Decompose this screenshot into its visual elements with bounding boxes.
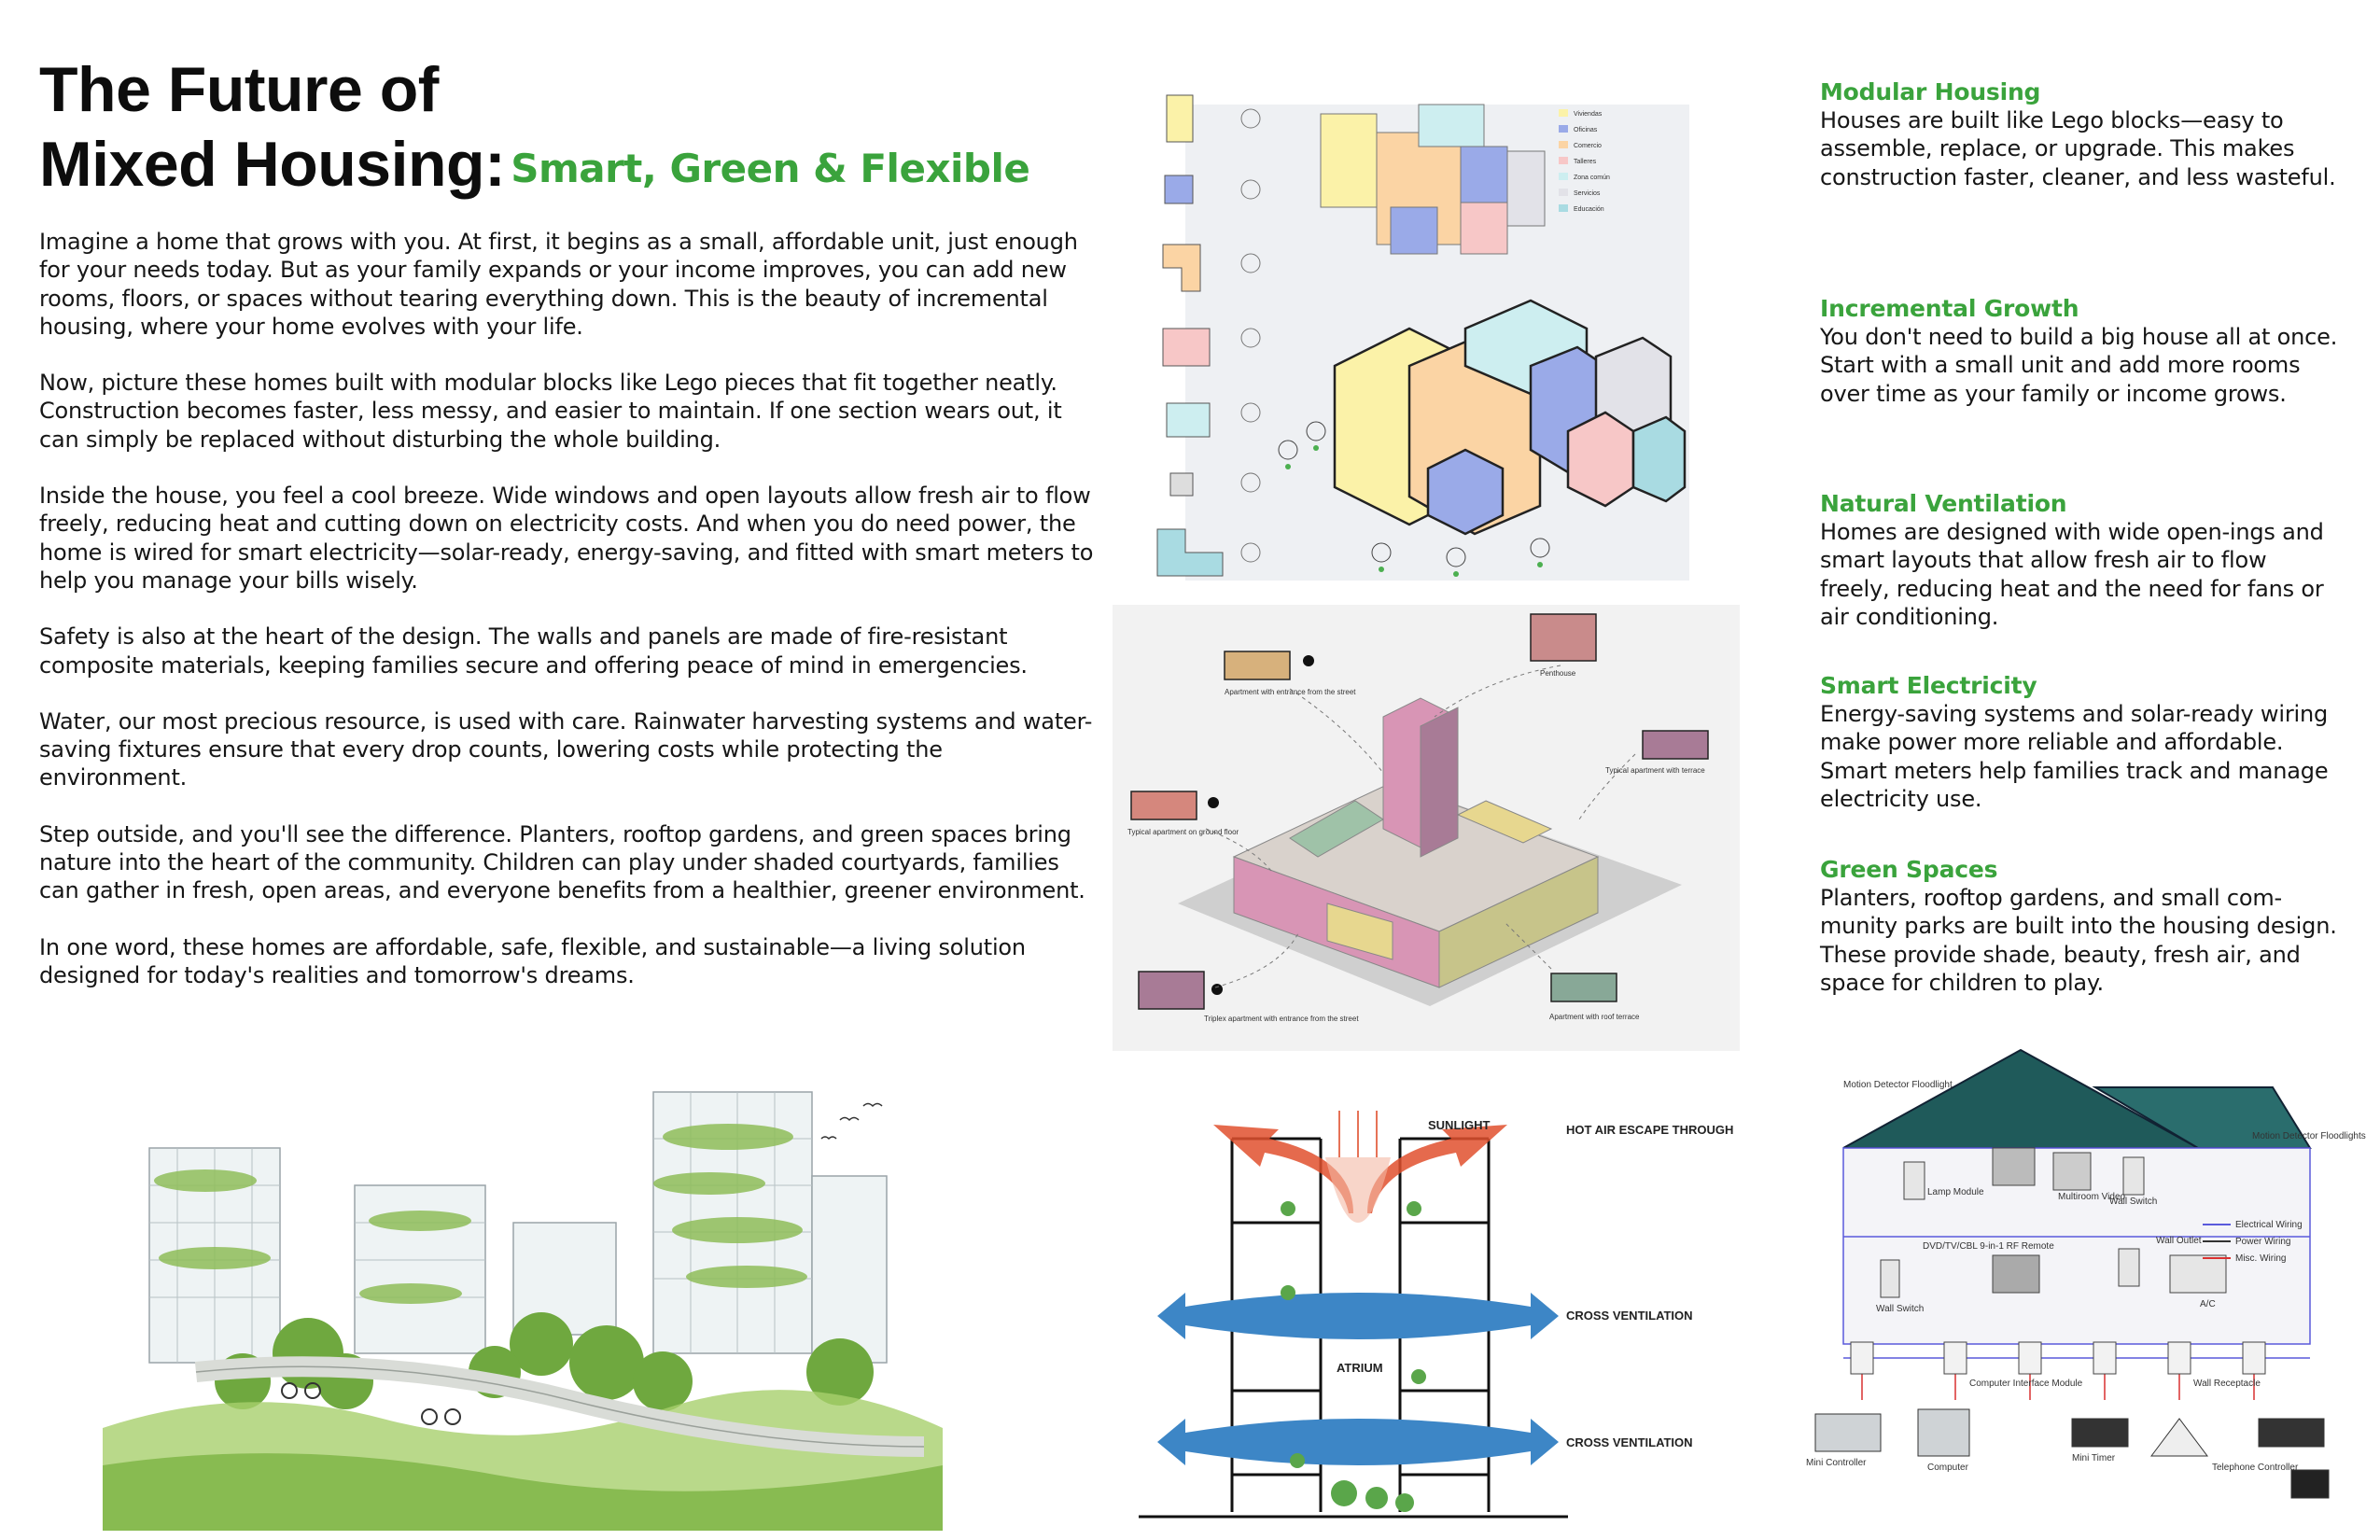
wiring-legend-misc: Misc. Wiring xyxy=(2235,1253,2286,1264)
smart-home-wiring-image: Electrical Wiring Power Wiring Misc. Wir… xyxy=(1787,1045,2375,1531)
feature-text: Energy-saving systems and solar-ready wi… xyxy=(1820,701,2329,812)
title-block: The Future of Mixed Housing:Smart, Green… xyxy=(39,52,1094,206)
paragraph-safety: Safety is also at the heart of the desig… xyxy=(39,623,1028,679)
feature-green-spaces: Green Spaces Planters, rooftop gardens, … xyxy=(1820,856,2343,997)
paragraph-incremental: Imagine a home that grows with you. At f… xyxy=(39,229,1078,340)
paragraph-green: Step outside, and you'll see the differe… xyxy=(39,820,1085,904)
wiring-label-wall-switch-top: Wall Switch xyxy=(2109,1197,2157,1207)
legend-item: Talleres xyxy=(1574,159,1597,165)
paragraph-conclusion: In one word, these homes are affordable,… xyxy=(39,933,1026,988)
wiring-label-mini-controller: Mini Controller xyxy=(1806,1458,1867,1468)
feature-modular: Modular Housing Houses are built like Le… xyxy=(1820,78,2343,191)
page-title-main: Mixed Housing: xyxy=(39,129,506,200)
paragraph-ventilation: Inside the house, you feel a cool breeze… xyxy=(39,483,1094,594)
legend-item: Zona común xyxy=(1574,175,1610,181)
feature-incremental: Incremental Growth You don't need to bui… xyxy=(1820,295,2343,408)
legend-item: Servicios xyxy=(1574,190,1601,197)
sketch-city-image xyxy=(103,1073,943,1531)
wiring-label-ac: A/C xyxy=(2200,1299,2216,1309)
wiring-label-dvd: DVD/TV/CBL 9-in-1 RF Remote xyxy=(1923,1241,2054,1252)
paragraph-water: Water, our most precious resource, is us… xyxy=(39,707,1093,791)
ventilation-section-image: SUNLIGHT HOT AIR ESCAPE THROUGH LOUVRES … xyxy=(1120,1101,1736,1531)
ventilation-label-cross-1: CROSS VENTILATION xyxy=(1566,1309,1693,1323)
wiring-label-computer: Computer xyxy=(1927,1463,1969,1473)
wiring-legend-electrical: Electrical Wiring xyxy=(2235,1220,2303,1230)
wiring-label-motion-1: Motion Detector Floodlight xyxy=(1843,1080,1953,1090)
wiring-label-mini-timer: Mini Timer xyxy=(2072,1453,2116,1463)
wiring-label-multiroom: Multiroom Video xyxy=(2058,1192,2126,1202)
feature-ventilation: Natural Ventilation Homes are designed w… xyxy=(1820,490,2343,631)
page-title-line-1: The Future of xyxy=(39,54,439,125)
feature-heading: Modular Housing xyxy=(1820,78,2041,105)
page-title-line-2: Mixed Housing:Smart, Green & Flexible xyxy=(39,127,1094,206)
apartment-label-street: Apartment with entrance from the street xyxy=(1225,688,1356,696)
apartment-label-terrace: Typical apartment with terrace xyxy=(1605,766,1705,775)
feature-text: Planters, rooftop gardens, and small com… xyxy=(1820,885,2337,996)
legend-item: Oficinas xyxy=(1574,127,1598,133)
apartment-label-triplex: Triplex apartment with entrance from the… xyxy=(1204,1015,1359,1023)
feature-heading: Green Spaces xyxy=(1820,856,1998,883)
feature-text: Homes are designed with wide open-ings a… xyxy=(1820,519,2324,630)
wiring-label-motion-2: Motion Detector Floodlights xyxy=(2252,1131,2366,1141)
wiring-legend-power: Power Wiring xyxy=(2235,1237,2290,1247)
apartment-label-roof: Apartment with roof terrace xyxy=(1549,1013,1640,1021)
legend-item: Educación xyxy=(1574,206,1604,213)
ventilation-label-sunlight: SUNLIGHT xyxy=(1428,1118,1491,1132)
wiring-label-lamp: Lamp Module xyxy=(1927,1187,1984,1197)
legend-item: Comercio xyxy=(1574,143,1602,149)
legend-item: Viviendas xyxy=(1574,111,1603,118)
wiring-label-wall-switch: Wall Switch xyxy=(1876,1304,1924,1314)
page-subtitle: Smart, Green & Flexible xyxy=(511,146,1030,191)
body-text: Imagine a home that grows with you. At f… xyxy=(39,228,1094,1017)
feature-heading: Smart Electricity xyxy=(1820,672,2037,699)
ventilation-label-hot-air: HOT AIR ESCAPE THROUGH LOUVRES xyxy=(1566,1123,1736,1137)
feature-electricity: Smart Electricity Energy-saving systems … xyxy=(1820,672,2343,813)
apartment-label-penthouse: Penthouse xyxy=(1540,669,1576,678)
feature-heading: Natural Ventilation xyxy=(1820,490,2067,517)
wiring-label-computer-interface: Computer Interface Module xyxy=(1969,1379,2083,1389)
modular-axonometric-image: Viviendas Oficinas Comercio Talleres Zon… xyxy=(1148,58,1699,581)
apartment-label-ground: Typical apartment on ground floor xyxy=(1127,828,1239,836)
wiring-label-telephone: Telephone Controller xyxy=(2212,1463,2299,1473)
wiring-label-wall-receptacle: Wall Receptacle xyxy=(2193,1379,2261,1389)
feature-text: Houses are built like Lego blocks—easy t… xyxy=(1820,107,2336,190)
ventilation-label-atrium: ATRIUM xyxy=(1337,1361,1383,1375)
paragraph-modular: Now, picture these homes built with modu… xyxy=(39,370,1062,453)
feature-text: You don't need to build a big house all … xyxy=(1820,324,2338,407)
feature-heading: Incremental Growth xyxy=(1820,295,2079,322)
ventilation-label-cross-2: CROSS VENTILATION xyxy=(1566,1435,1693,1449)
wiring-label-wall-outlet: Wall Outlet xyxy=(2156,1236,2202,1246)
apartment-types-image: Apartment with entrance from the street … xyxy=(1113,605,1740,1051)
